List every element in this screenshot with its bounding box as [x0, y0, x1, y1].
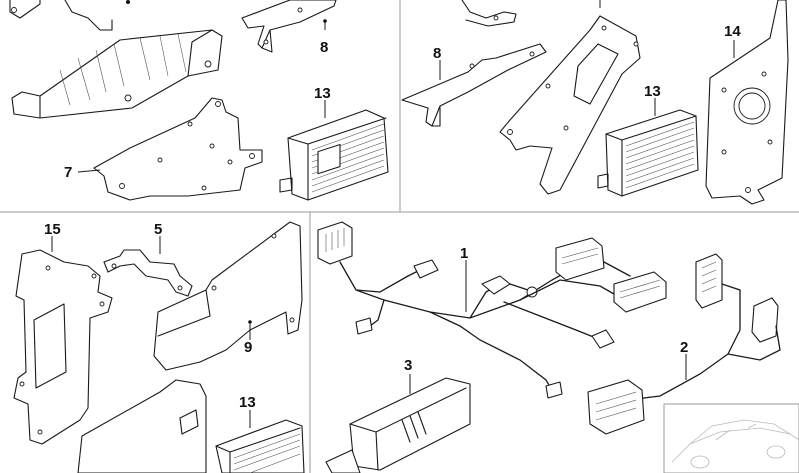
module-3-part: [325, 377, 471, 473]
callout-3: 3: [404, 357, 412, 374]
panel-14-part: [705, 0, 789, 205]
callout-2: 2: [680, 339, 688, 356]
callout-13-top-left: 13: [314, 85, 331, 102]
lower-bracket-part: [77, 379, 207, 473]
callout-15: 15: [44, 221, 61, 238]
wiring-harness-1: [317, 221, 667, 399]
cable-2-part: [587, 253, 781, 435]
callout-1: 1: [460, 245, 468, 262]
cover-plate-part: [11, 29, 223, 119]
control-unit-13-top-left: [279, 109, 389, 201]
bracket-9-part: [153, 221, 303, 371]
bracket-top-left-partial: [9, 0, 113, 31]
callout-13-bottom: 13: [239, 394, 256, 411]
bracket-8-top-left: [241, 0, 337, 53]
bracket-5-part: [103, 249, 193, 297]
mounting-plate-part: [93, 97, 263, 201]
long-slotted-bracket: [499, 15, 641, 195]
panel-15-part: [13, 249, 113, 445]
callout-8-top-left: 8: [320, 39, 328, 56]
bracket-8-top-right: [401, 43, 547, 127]
callout-5: 5: [154, 221, 162, 238]
control-unit-13-top-right: [597, 109, 699, 197]
bracket-top-right-partial: [461, 0, 517, 27]
callout-7-top-left: 7: [64, 164, 72, 181]
vehicle-location-inset: [663, 403, 799, 473]
callout-13-top-right: 13: [644, 83, 661, 100]
callout-14: 14: [724, 23, 741, 40]
callout-9: 9: [244, 339, 252, 356]
control-unit-13-bottom: [215, 419, 305, 473]
callout-8-top-right: 8: [433, 45, 441, 62]
